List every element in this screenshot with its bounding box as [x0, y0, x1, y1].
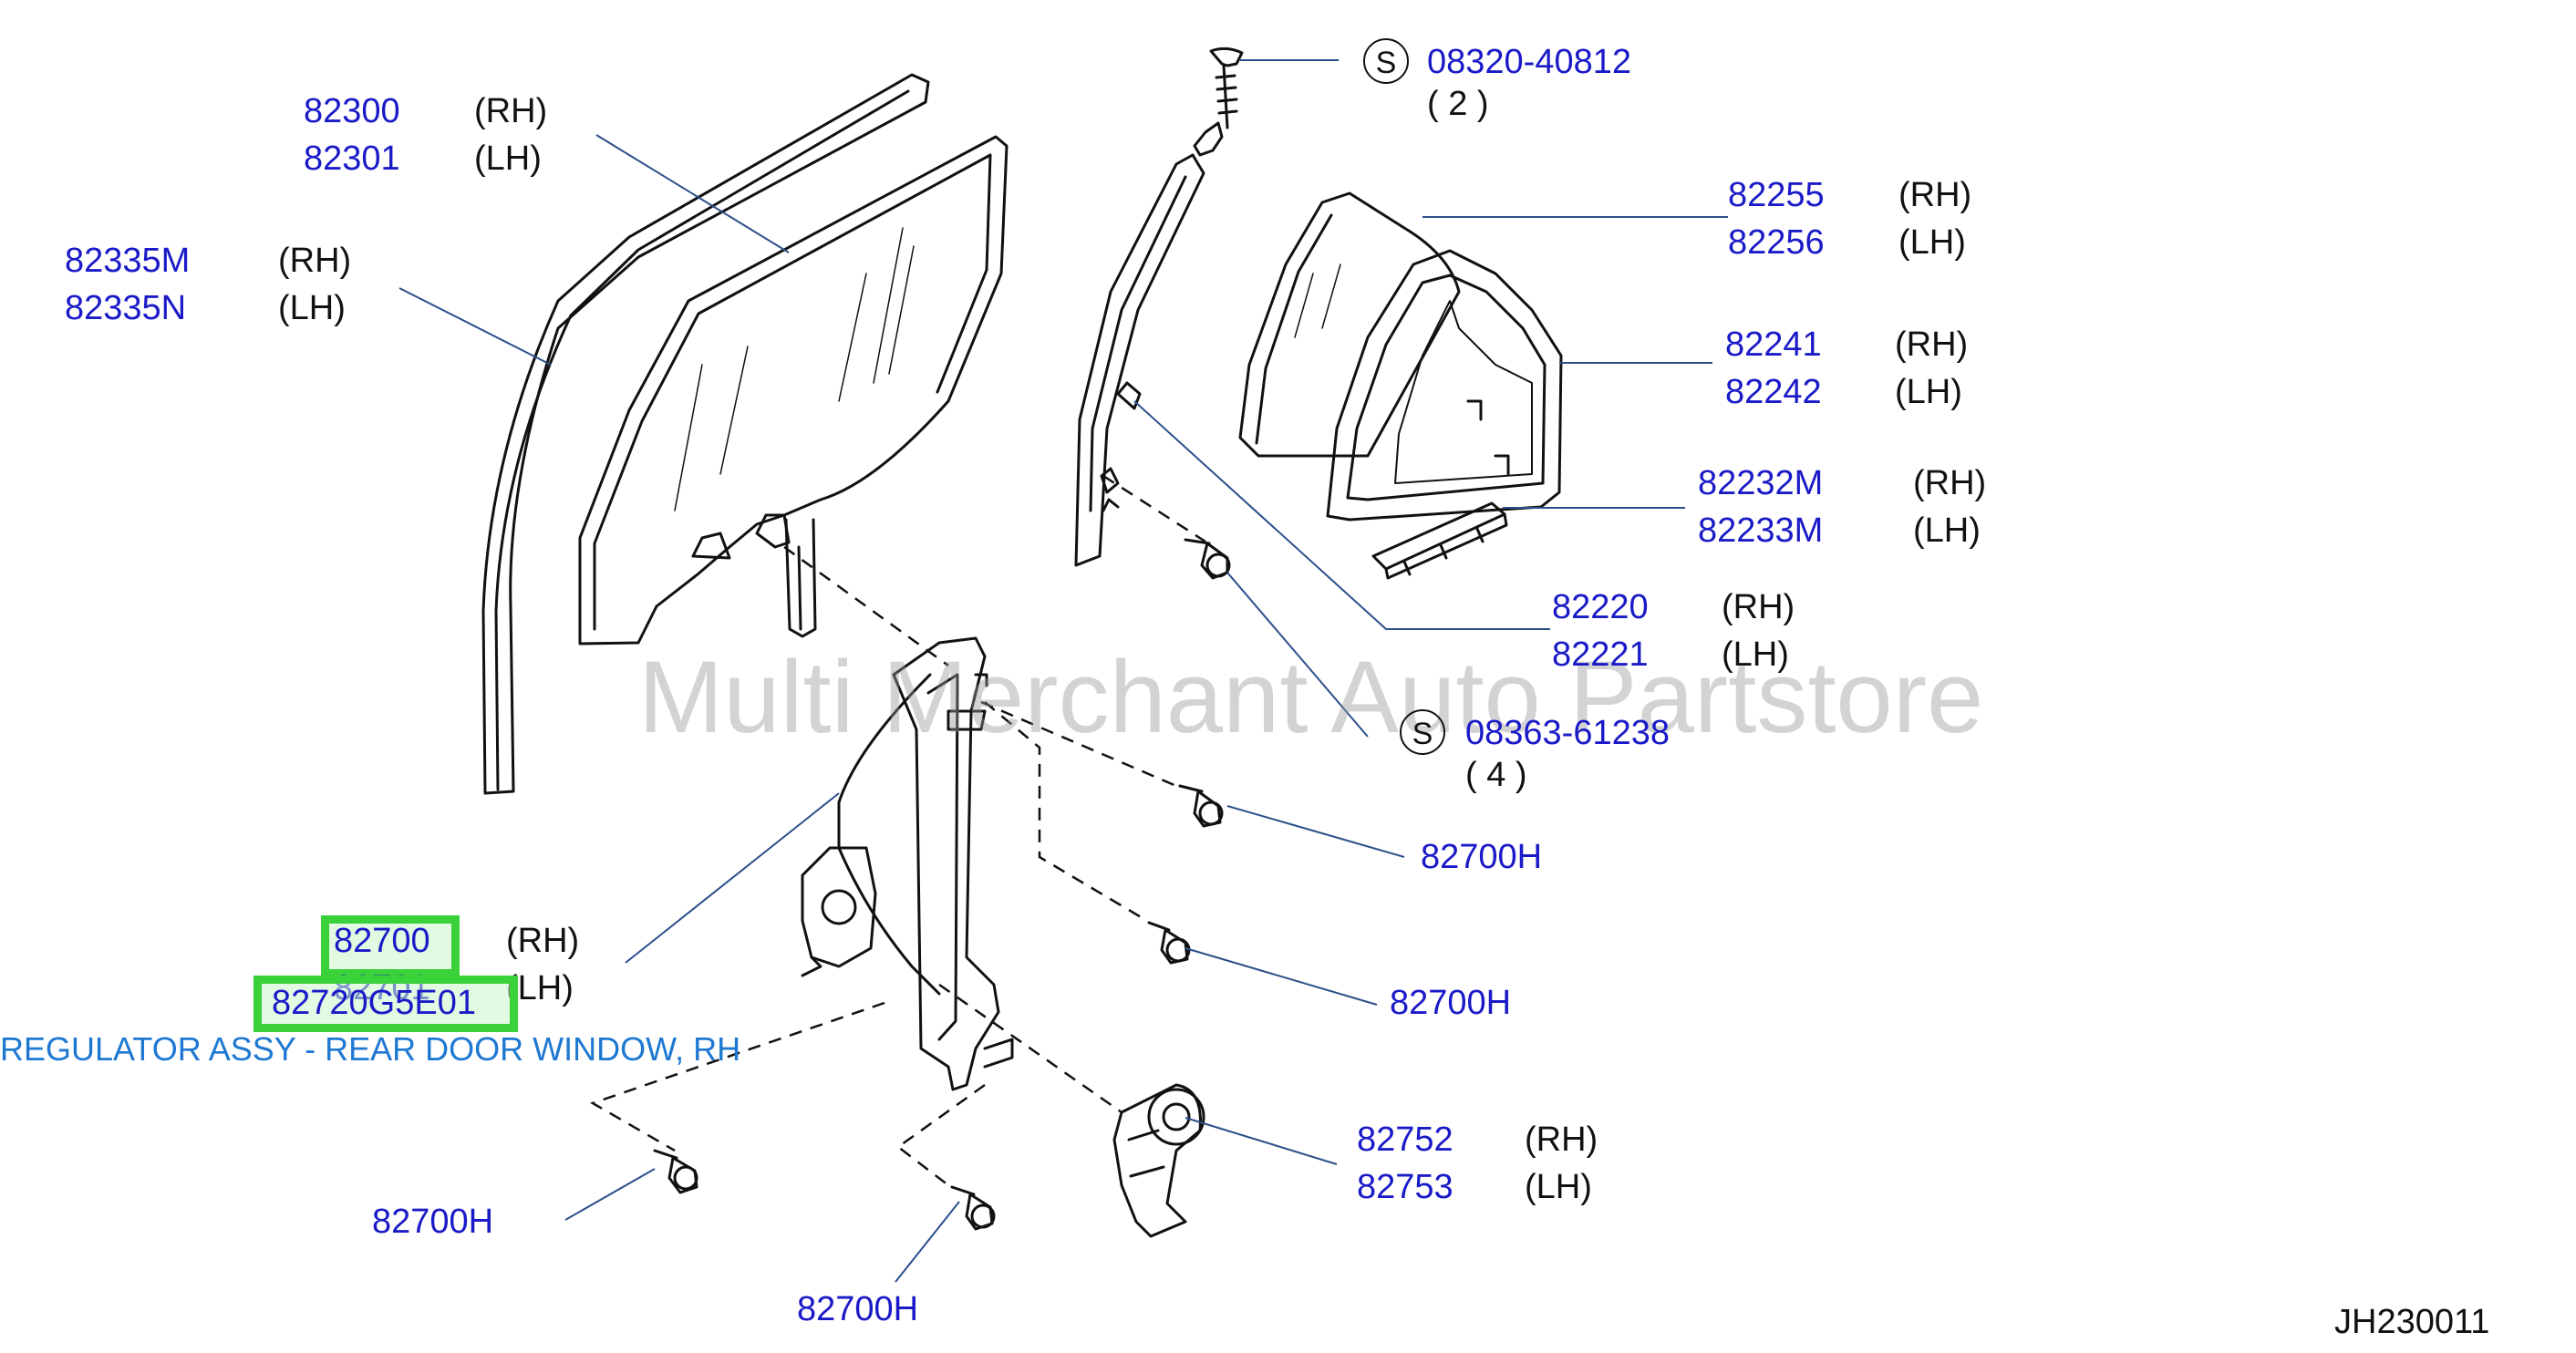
retainer-clip: [1371, 501, 1508, 580]
part-link-82301[interactable]: 82301: [304, 139, 400, 178]
part-link-82700h[interactable]: 82700H: [1421, 838, 1543, 876]
quarter-glass: [1238, 191, 1461, 458]
part-link-82700h[interactable]: 82700H: [372, 1203, 494, 1241]
part-link-82255[interactable]: 82255: [1728, 176, 1825, 214]
quantity-label: ( 2 ): [1427, 85, 1489, 123]
side-label-lh: (LH): [278, 289, 346, 327]
side-label-rh: (RH): [1913, 464, 1987, 502]
side-label-rh: (RH): [1525, 1121, 1598, 1159]
part-link-82753[interactable]: 82753: [1357, 1168, 1454, 1206]
fastener-paths: [589, 474, 1206, 1186]
side-label-lh: (LH): [1722, 635, 1789, 674]
drawing-code: JH230011: [2334, 1303, 2490, 1341]
glass-guide: [784, 518, 817, 638]
part-link-82241[interactable]: 82241: [1725, 325, 1822, 364]
standard-part-mark: S: [1363, 38, 1409, 84]
side-label-lh: (LH): [1913, 511, 1981, 550]
part-link-82335m[interactable]: 82335M: [65, 242, 191, 280]
part-link-82221[interactable]: 82221: [1552, 635, 1649, 674]
part-link-82232m[interactable]: 82232M: [1698, 464, 1824, 502]
side-label-rh: (RH): [278, 242, 352, 280]
regulator-motor: [1112, 1083, 1205, 1238]
side-label-rh: (RH): [1895, 325, 1969, 364]
bolt-5: [950, 1185, 996, 1231]
part-link-82700h[interactable]: 82700H: [1390, 984, 1512, 1022]
side-label-lh: (LH): [1525, 1168, 1592, 1206]
part-link-82220[interactable]: 82220: [1552, 588, 1649, 626]
rear-sash: [1074, 121, 1224, 567]
part-link-82752[interactable]: 82752: [1357, 1121, 1454, 1159]
quantity-label: ( 4 ): [1465, 756, 1527, 794]
bolt-3: [1147, 921, 1191, 965]
sash-screw: [1209, 46, 1244, 129]
glass-run-channel: [481, 73, 930, 795]
part-link-82233m[interactable]: 82233M: [1698, 511, 1824, 550]
selected-part-number[interactable]: 82720G5E01: [272, 984, 476, 1022]
quarter-weatherstrip: [1326, 249, 1563, 522]
part-link-82700h[interactable]: 82700H: [797, 1290, 919, 1328]
side-label-rh: (RH): [1722, 588, 1795, 626]
part-link-82300[interactable]: 82300: [304, 92, 400, 130]
regulator-highlight-box: [321, 915, 460, 977]
part-link-82242[interactable]: 82242: [1725, 373, 1822, 411]
bolt-1: [1184, 538, 1231, 580]
part-link-82335n[interactable]: 82335N: [65, 289, 187, 327]
side-label-rh: (RH): [1898, 176, 1972, 214]
part-link-82700[interactable]: 82700: [334, 922, 430, 960]
side-label-lh: (LH): [1895, 373, 1962, 411]
standard-part-mark: S: [1400, 709, 1445, 755]
part-link-08320-40812[interactable]: 08320-40812: [1427, 43, 1631, 81]
window-regulator: [801, 636, 1014, 1091]
part-link-82256[interactable]: 82256: [1728, 223, 1825, 262]
bolt-4: [653, 1149, 698, 1194]
side-label-rh: (RH): [506, 922, 580, 960]
selected-part-highlight: [253, 976, 518, 1032]
side-label-lh: (LH): [1898, 223, 1966, 262]
side-label-lh: (LH): [474, 139, 542, 178]
bolt-2: [1178, 784, 1224, 828]
part-tooltip: REGULATOR ASSY - REAR DOOR WINDOW, RH: [0, 1030, 741, 1068]
side-label-rh: (RH): [474, 92, 548, 130]
leader-lines: [398, 59, 1728, 1283]
part-link-08363-61238[interactable]: 08363-61238: [1465, 714, 1670, 752]
door-glass: [578, 135, 1009, 646]
